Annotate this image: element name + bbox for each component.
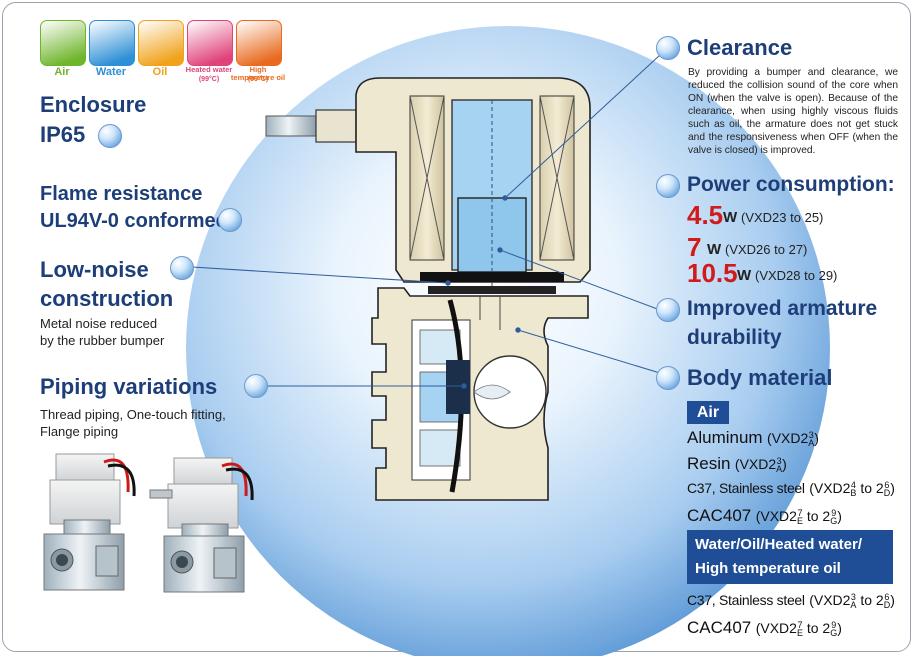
icon-label: Oil xyxy=(152,66,168,78)
material-series-prefix: (VXD2 xyxy=(734,456,777,472)
piping-desc-line1: Thread piping, One-touch fitting, xyxy=(40,407,226,422)
air-tag: Air xyxy=(687,401,729,424)
icon-sublabel: (99°C) xyxy=(198,76,220,83)
material-series-close: ) xyxy=(814,430,819,446)
icon-label: Air xyxy=(54,66,70,78)
bullet-icon xyxy=(656,366,680,390)
power-range: (VXD26 to 27) xyxy=(725,242,808,257)
construction-title: construction xyxy=(40,286,174,311)
material-series-to: to 2 xyxy=(802,620,831,636)
bullet-icon xyxy=(218,208,242,232)
armature-title-line1: Improved armature xyxy=(687,297,878,320)
power-value: 7 xyxy=(687,232,702,262)
power-unit: W xyxy=(723,209,738,226)
heated-water-icon xyxy=(187,20,233,66)
icon-label: Water xyxy=(95,66,127,78)
power-range: (VXD28 to 29) xyxy=(755,268,838,283)
bullet-icon xyxy=(656,174,680,198)
product-photo xyxy=(43,453,254,593)
enclosure-title: Enclosure xyxy=(40,92,147,117)
power-unit: W xyxy=(737,267,752,284)
material-name: Aluminum xyxy=(687,428,763,447)
material-name: C37, Stainless steel xyxy=(687,480,805,496)
bullet-icon xyxy=(98,124,122,148)
ul94-title: UL94V-0 conformed xyxy=(40,210,228,232)
body-material-title: Body material xyxy=(687,365,833,390)
material-series-to: to 2 xyxy=(856,480,884,496)
oil-icon xyxy=(138,20,184,66)
cable-gland xyxy=(315,109,357,143)
power-value: 4.5 xyxy=(687,200,724,230)
icon-label: Heated water xyxy=(185,65,233,74)
material-series-prefix: (VXD2 xyxy=(767,430,809,446)
ip65-title: IP65 xyxy=(40,122,86,147)
low-noise-title: Low-noise xyxy=(40,257,149,282)
material-series-prefix: (VXD2 xyxy=(809,480,851,496)
air-icon xyxy=(40,20,86,66)
icon-label: High temperature oil xyxy=(230,65,286,82)
material-name: C37, Stainless steel xyxy=(687,592,805,608)
power-range: (VXD23 to 25) xyxy=(741,210,824,225)
material-series-to: to 2 xyxy=(856,592,884,608)
fluid-tag: Water/Oil/Heated water/ High temperature… xyxy=(687,530,893,584)
power-value: 10.5 xyxy=(687,258,738,288)
power-unit: W xyxy=(707,241,722,258)
fluid-tag-line2: High temperature oil xyxy=(695,560,841,577)
material-name: CAC407 xyxy=(687,506,752,525)
clearance-title: Clearance xyxy=(687,35,793,60)
bullet-icon xyxy=(170,256,194,280)
material-series-prefix: (VXD2 xyxy=(809,592,851,608)
material-series-to: to 2 xyxy=(802,508,831,524)
material-name: Resin xyxy=(687,454,731,473)
noise-desc-line2: by the rubber bumper xyxy=(40,333,165,348)
bullet-icon xyxy=(656,298,680,322)
bullet-icon xyxy=(656,36,680,60)
noise-desc-line1: Metal noise reduced xyxy=(40,316,158,331)
material-name: CAC407 xyxy=(687,618,752,637)
material-series-close: ) xyxy=(782,456,787,472)
flame-resistance-title: Flame resistance xyxy=(40,183,203,205)
material-series-close: ) xyxy=(890,592,895,608)
bullet-icon xyxy=(244,374,268,398)
water-icon xyxy=(89,20,135,66)
clearance-description: By providing a bumper and clearance, we … xyxy=(688,67,898,156)
material-series-close: ) xyxy=(837,508,842,524)
material-series-close: ) xyxy=(837,620,842,636)
icon-sublabel: (99°C) xyxy=(247,76,269,83)
power-consumption-title: Power consumption: xyxy=(687,173,895,196)
piping-desc-line2: Flange piping xyxy=(40,424,119,439)
material-series-prefix: (VXD2 xyxy=(755,508,797,524)
high-temperature-oil-icon xyxy=(236,20,282,66)
material-series-prefix: (VXD2 xyxy=(755,620,797,636)
rubber-bumper xyxy=(420,272,564,282)
cable-sleeve xyxy=(265,115,317,137)
armature-title-line2: durability xyxy=(687,326,782,349)
fluid-tag-line1: Water/Oil/Heated water/ xyxy=(695,536,862,553)
piping-variations-title: Piping variations xyxy=(40,374,218,399)
leader-lines xyxy=(191,54,661,389)
material-series-close: ) xyxy=(890,480,895,496)
